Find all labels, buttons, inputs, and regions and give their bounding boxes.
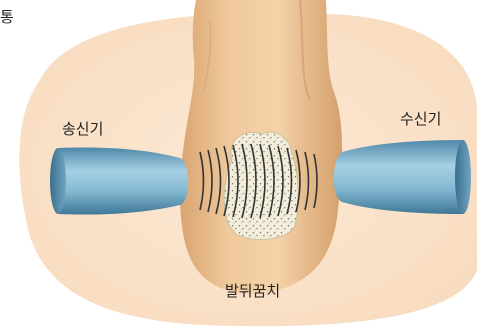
transmitter-label: 송신기 xyxy=(62,118,103,139)
transmitter-probe-icon xyxy=(50,147,188,214)
receiver-probe-icon xyxy=(334,140,471,214)
receiver-label: 수신기 xyxy=(400,108,441,129)
corner-text: 통 xyxy=(0,6,14,27)
heel-label: 발뒤꿈치 xyxy=(225,280,280,301)
